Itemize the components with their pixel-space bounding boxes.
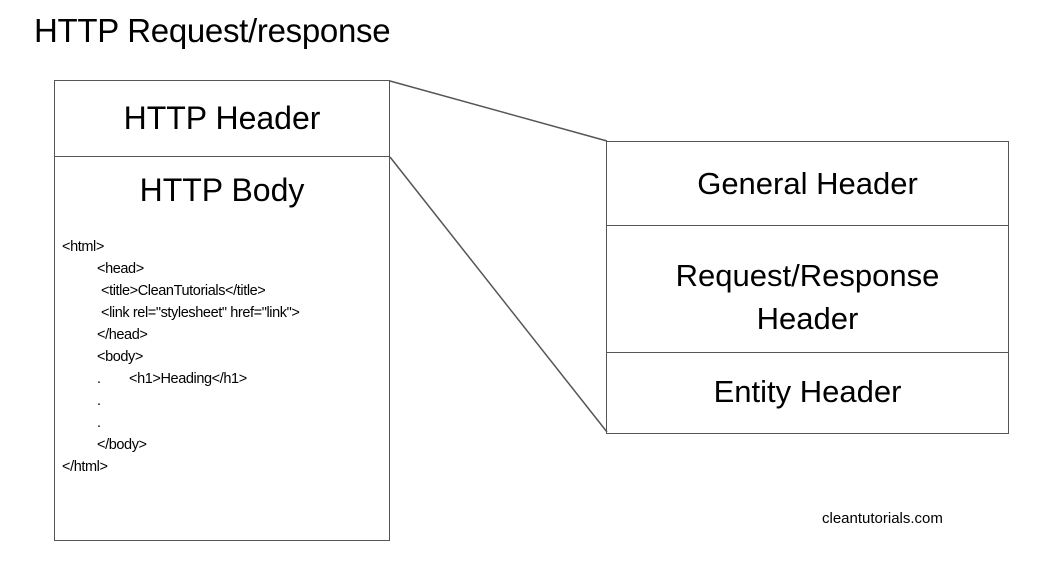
code-line: <title>CleanTutorials</title> — [101, 283, 266, 299]
header-body-divider — [54, 156, 390, 157]
code-line: <head> — [97, 261, 144, 277]
code-line: <link rel="stylesheet" href="link"> — [101, 305, 300, 321]
code-line: . — [97, 371, 101, 387]
code-line: <html> — [62, 239, 104, 255]
general-header-divider — [606, 225, 1009, 226]
request-response-header-label-line2: Header — [756, 301, 859, 336]
code-line: <body> — [97, 349, 143, 365]
code-line: </head> — [97, 327, 148, 343]
site-credit: cleantutorials.com — [822, 510, 943, 527]
code-line: <h1>Heading</h1> — [129, 371, 247, 387]
http-message-box — [54, 80, 390, 541]
connector-line-bottom — [389, 156, 608, 433]
http-header-label: HTTP Header — [123, 100, 321, 136]
code-line: . — [97, 393, 101, 409]
code-line: </html> — [62, 459, 108, 475]
entity-header-label: Entity Header — [713, 374, 902, 409]
connector-line-top — [389, 80, 608, 142]
general-header-label: General Header — [697, 166, 918, 201]
code-line: . — [97, 415, 101, 431]
header-breakdown-box — [606, 141, 1009, 434]
request-response-header-label: Request/Response — [675, 258, 940, 293]
http-body-label: HTTP Body — [139, 172, 305, 208]
code-line: </body> — [97, 437, 147, 453]
request-response-divider — [606, 352, 1009, 353]
diagram-title: HTTP Request/response — [34, 12, 391, 49]
